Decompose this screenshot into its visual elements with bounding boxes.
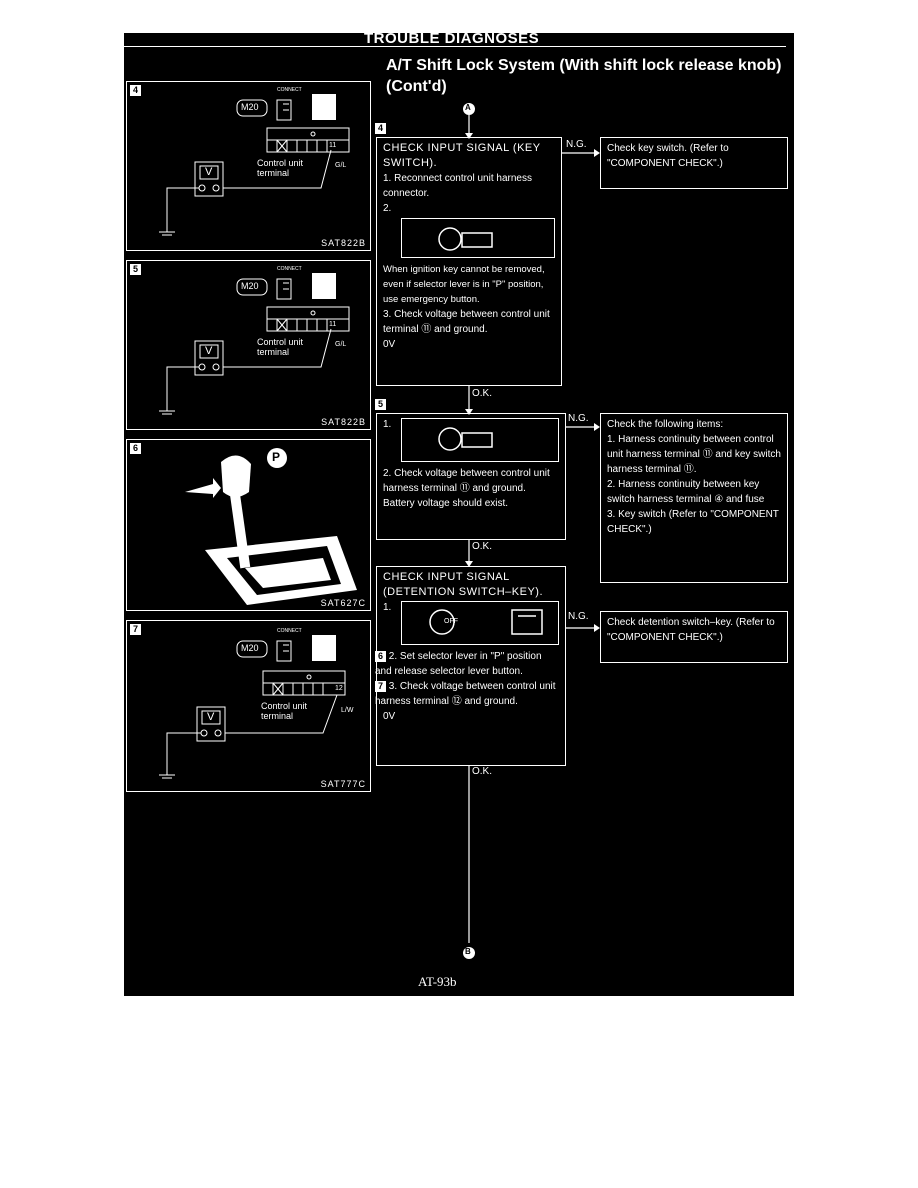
- connector-number: M20: [241, 281, 259, 291]
- panel-4: 4 M20 CONNECT 11 V Control unit terminal…: [126, 81, 371, 251]
- park-position-label: P: [272, 450, 281, 464]
- pin-number: 11: [329, 321, 337, 328]
- meter-label: V: [205, 345, 213, 357]
- wire-color: G/L: [335, 162, 347, 169]
- step-6-item-2-text: 2. Set selector lever in "P" position an…: [375, 651, 542, 677]
- wire-color: L/W: [341, 707, 354, 714]
- ng-label: N.G.: [566, 139, 587, 150]
- key-switch-icon: [429, 609, 543, 635]
- step-4-number: 4: [375, 123, 386, 134]
- terminal-label: Control unit terminal: [261, 701, 308, 721]
- connector-diagram: [159, 94, 350, 236]
- manual-page: TROUBLE DIAGNOSES A/T Shift Lock System …: [124, 33, 794, 996]
- panel-6: 6 P SAT627C: [126, 439, 371, 611]
- panel-number: 4: [130, 85, 141, 96]
- step-4-item-2: 2.: [383, 203, 392, 214]
- selector-lever-illustration: [185, 448, 357, 605]
- result-box-1: Check key switch. (Refer to "COMPONENT C…: [600, 137, 788, 189]
- pin-number: 12: [335, 685, 343, 692]
- panel-5: 5 M20 CONNECT 11 V Control unit terminal…: [126, 260, 371, 430]
- step-4-item-3: 3. Check voltage between control unit te…: [383, 309, 550, 335]
- step-4-box: CHECK INPUT SIGNAL (KEY SWITCH). 1. Reco…: [376, 137, 562, 386]
- figure-code: SAT777C: [320, 779, 366, 789]
- page-number: AT-93b: [418, 974, 457, 989]
- step-6-heading: CHECK INPUT SIGNAL (DETENTION SWITCH–KEY…: [383, 571, 544, 598]
- step-6-result: 0V: [383, 711, 396, 722]
- page-header: TROUBLE DIAGNOSES: [124, 33, 794, 47]
- header-title: TROUBLE DIAGNOSES: [364, 33, 540, 47]
- page-title: A/T Shift Lock System (With shift lock r…: [386, 57, 782, 95]
- figure-code: SAT627C: [320, 598, 366, 608]
- step-6-box: CHECK INPUT SIGNAL (DETENTION SWITCH–KEY…: [375, 566, 566, 766]
- step-4-heading: CHECK INPUT SIGNAL (KEY SWITCH).: [383, 142, 541, 169]
- panel-number: 7: [130, 624, 141, 635]
- flow-lines: [463, 103, 600, 959]
- connect-label: CONNECT: [277, 87, 302, 93]
- panel-number: 5: [130, 264, 141, 275]
- ng-label: N.G.: [568, 611, 589, 622]
- step-5-number: 5: [375, 399, 386, 410]
- step-5-item-2: 2. Check voltage between control unit ha…: [383, 468, 550, 494]
- panel-ref-6: 6: [375, 651, 386, 662]
- result-2-heading: Check the following items:: [607, 419, 724, 430]
- key-illustration: [401, 218, 555, 258]
- step-4-item-1: 1. Reconnect control unit harness connec…: [383, 173, 532, 199]
- step-6-item-3: 7 3. Check voltage between control unit …: [375, 679, 559, 709]
- step-6-item-2: 6 2. Set selector lever in "P" position …: [375, 649, 559, 679]
- header-rule: [124, 46, 786, 47]
- result-2-item-2: 2. Harness continuity between key switch…: [607, 479, 765, 505]
- figure-code: SAT822B: [321, 238, 366, 248]
- ok-label: O.K.: [472, 541, 493, 552]
- result-box-3: Check detention switch–key. (Refer to "C…: [600, 611, 788, 663]
- connector-diagram: [159, 273, 350, 415]
- ok-label: O.K.: [472, 766, 493, 777]
- marker-b: B: [465, 947, 471, 956]
- panel-number: 6: [130, 443, 141, 454]
- connector-number: M20: [241, 643, 259, 653]
- connector-number: M20: [241, 102, 259, 112]
- figure-code: SAT822B: [321, 417, 366, 427]
- connect-label: CONNECT: [277, 266, 302, 272]
- meter-label: V: [205, 166, 213, 178]
- pin-number: 11: [329, 142, 337, 149]
- key-icon: [438, 427, 493, 451]
- key-icon: [438, 227, 493, 251]
- step-6-item-3-text: 3. Check voltage between control unit ha…: [375, 681, 556, 707]
- result-2-item-1: 1. Harness continuity between control un…: [607, 434, 781, 475]
- connector-diagram: [159, 635, 346, 779]
- panel-ref-7: 7: [375, 681, 386, 692]
- wire-color: G/L: [335, 341, 347, 348]
- result-2-item-3: 3. Key switch (Refer to "COMPONENT CHECK…: [607, 509, 779, 535]
- connect-label: CONNECT: [277, 628, 302, 634]
- ng-label: N.G.: [568, 413, 589, 424]
- step-4-result: 0V: [383, 339, 396, 350]
- meter-label: V: [207, 711, 215, 723]
- step-5-box: 1. 2. Check voltage between control unit…: [376, 413, 566, 540]
- key-illustration: [401, 418, 559, 462]
- ok-label: O.K.: [472, 388, 493, 399]
- step-6-item-1: 1.: [383, 602, 392, 613]
- step-5-result: Battery voltage should exist.: [383, 498, 509, 509]
- detention-switch-illustration: OFF: [401, 601, 559, 645]
- result-box-2: Check the following items: 1. Harness co…: [600, 413, 788, 583]
- panel-7: 7 M20 CONNECT 12 V Control unit terminal…: [126, 620, 371, 792]
- off-label: OFF: [444, 618, 458, 625]
- terminal-label: Control unit terminal: [257, 158, 304, 178]
- marker-a: A: [465, 103, 471, 112]
- step-5-item-1: 1.: [383, 419, 392, 430]
- terminal-label: Control unit terminal: [257, 337, 304, 357]
- step-4-note: When ignition key cannot be removed, eve…: [383, 264, 545, 305]
